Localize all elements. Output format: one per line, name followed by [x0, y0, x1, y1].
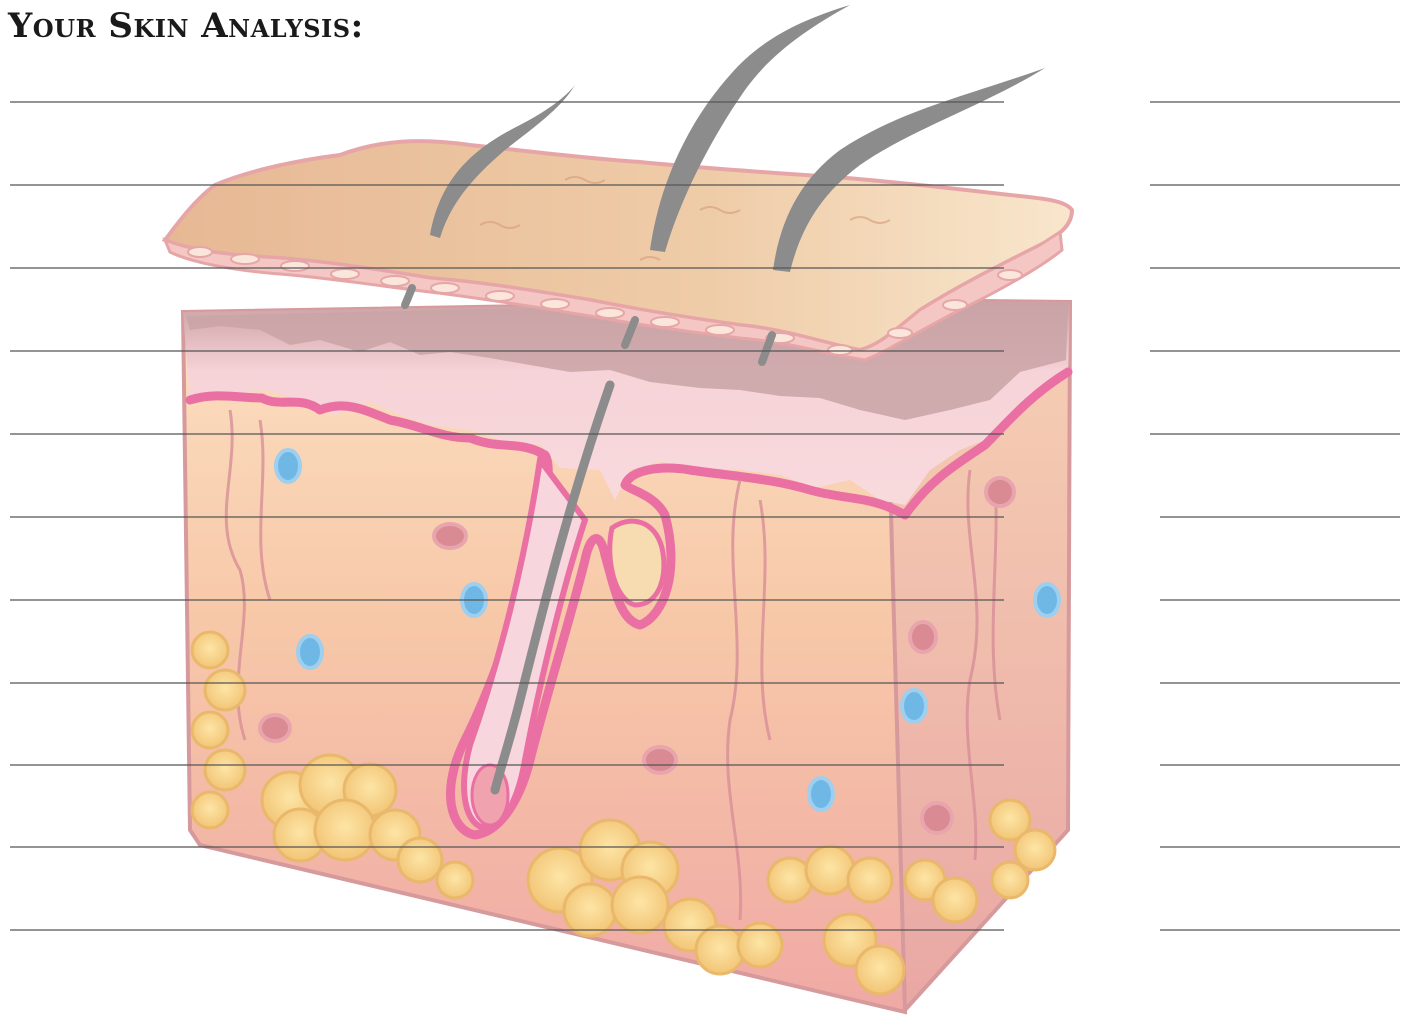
page-title: Your Skin Analysis:	[8, 6, 364, 46]
sebaceous-gland	[610, 521, 664, 605]
